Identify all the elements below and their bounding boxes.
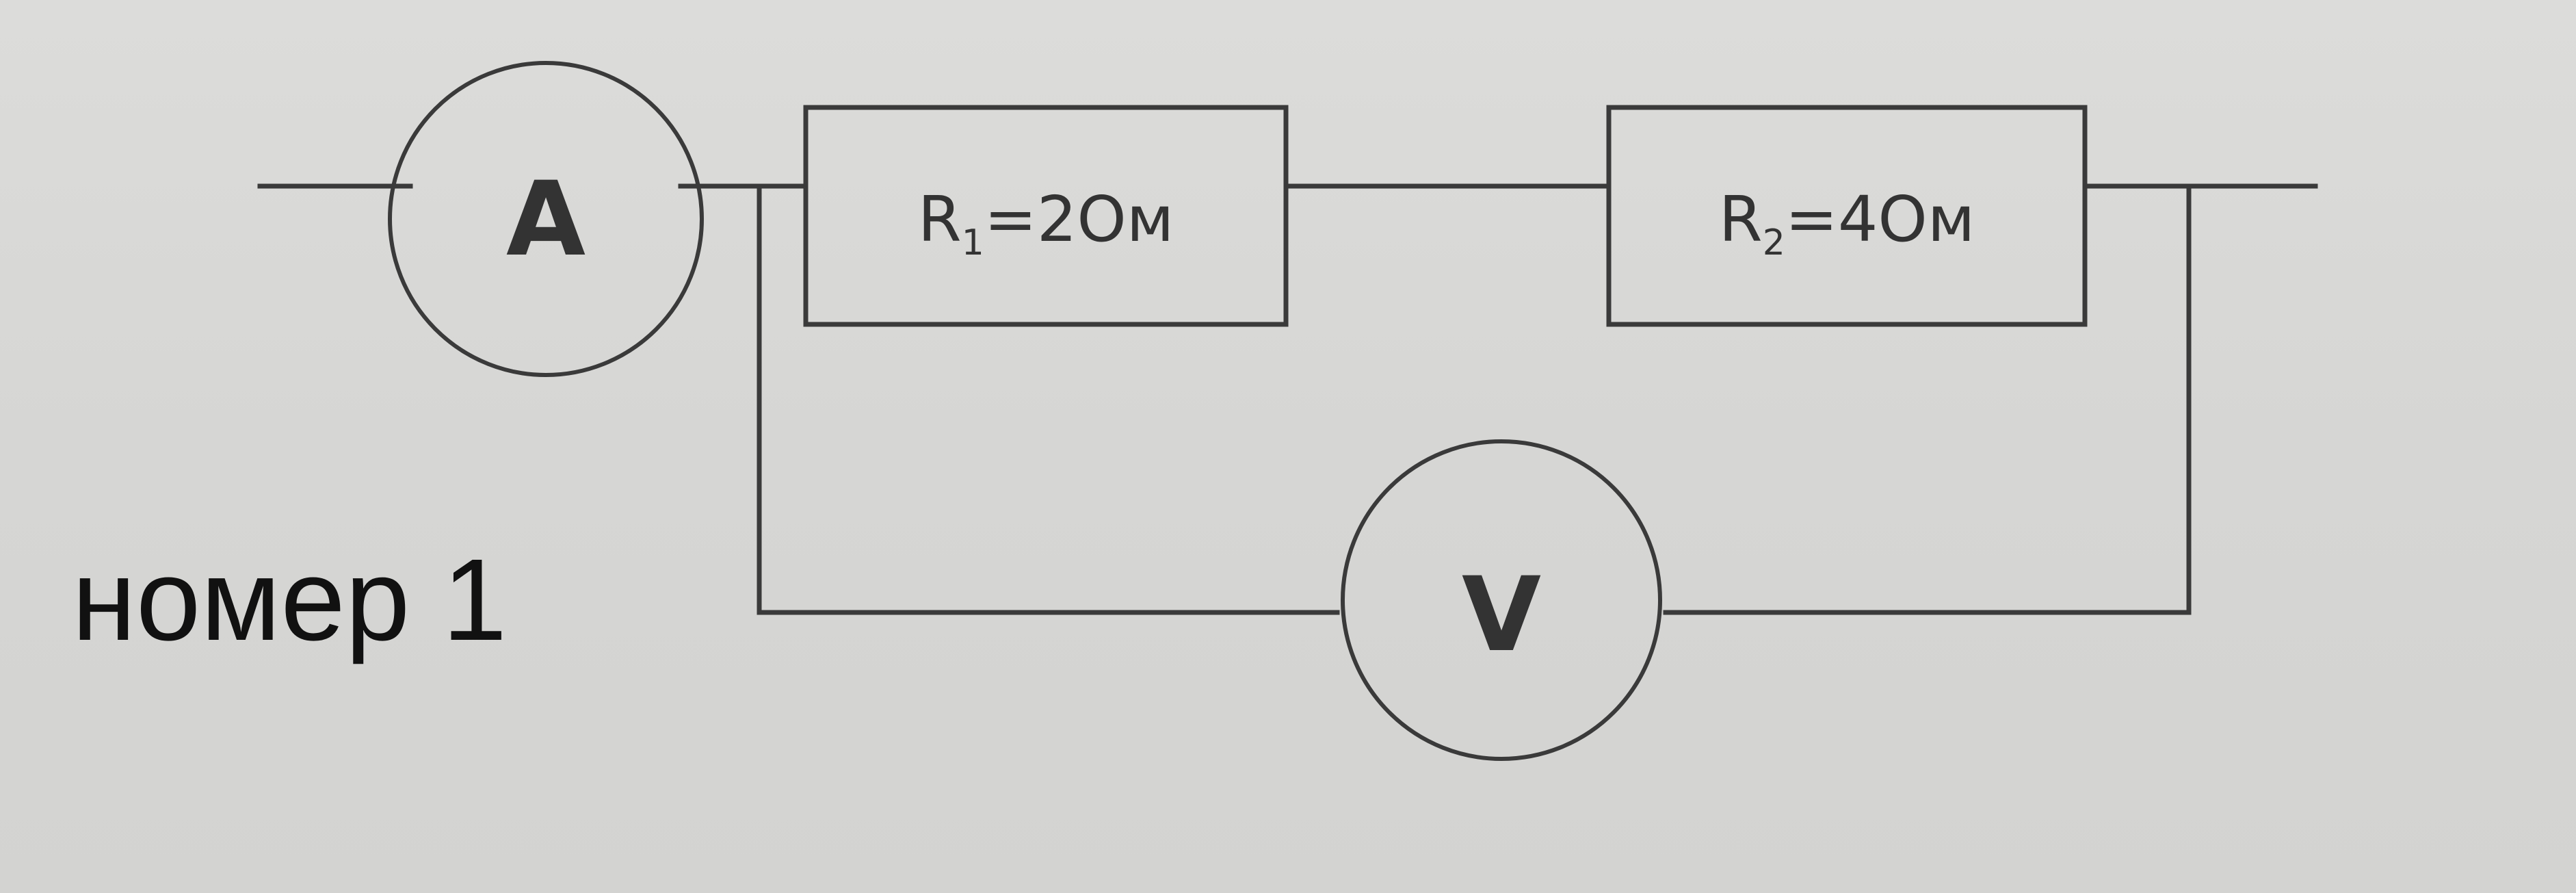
resistor-r2-subscript: 2 — [1763, 222, 1785, 263]
figure-caption: номер 1 — [72, 535, 507, 665]
voltmeter-symbol: V — [1462, 556, 1541, 675]
resistor-r1-label: R1=2Ом — [918, 183, 1174, 263]
ammeter-circle — [388, 61, 704, 377]
resistor-r2-name: R — [1719, 183, 1763, 256]
resistor-r1-box — [803, 105, 1289, 327]
resistor-r2-label: R2=4Ом — [1719, 183, 1975, 263]
voltmeter-circle — [1341, 439, 1662, 761]
ammeter-symbol: A — [506, 160, 586, 279]
wire-voltmeter-left — [757, 183, 1340, 615]
resistor-r1-value: =2Ом — [984, 183, 1174, 256]
wire-voltmeter-right — [1663, 183, 2192, 615]
resistor-r2-value: =4Ом — [1785, 183, 1975, 256]
resistor-r1-name: R — [918, 183, 962, 256]
resistor-r2-box — [1606, 105, 2088, 327]
resistor-r1-subscript: 1 — [962, 222, 984, 263]
